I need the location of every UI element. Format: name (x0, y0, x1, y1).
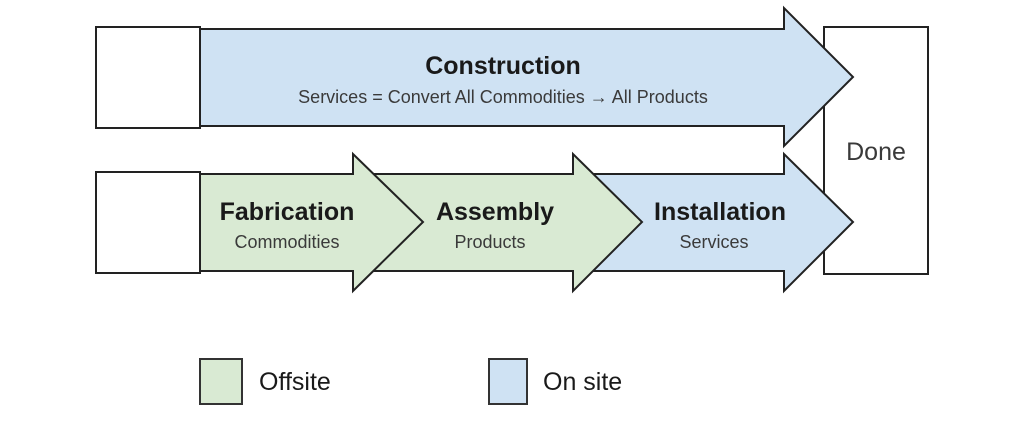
assembly-subtitle: Products (454, 232, 525, 252)
assembly-title: Assembly (436, 198, 554, 226)
construction-title: Construction (425, 52, 581, 80)
construction-arrow (199, 5, 855, 149)
fabrication-title: Fabrication (220, 198, 355, 226)
installation-arrow (559, 151, 855, 294)
legend-swatch-offsite (199, 358, 243, 405)
fabrication-arrow (199, 151, 425, 294)
installation-title: Installation (654, 198, 786, 226)
legend-label-onsite: On site (543, 368, 622, 396)
fabrication-subtitle: Commodities (234, 232, 339, 252)
done-label: Done (846, 138, 906, 166)
start-box-top (95, 26, 201, 129)
assembly-arrow (339, 151, 644, 294)
legend-label-offsite: Offsite (259, 368, 331, 396)
start-box-bottom (95, 171, 201, 274)
construction-subtitle: Services = Convert All Commodities → All… (298, 87, 708, 107)
legend-swatch-onsite (488, 358, 528, 405)
installation-subtitle: Services (679, 232, 748, 252)
